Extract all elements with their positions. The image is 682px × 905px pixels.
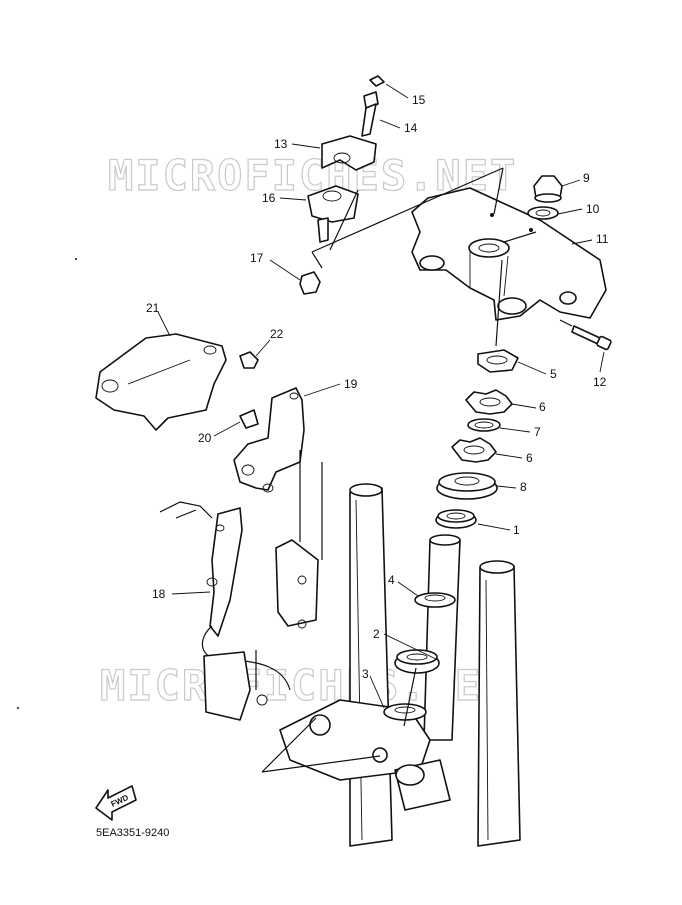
stay-bracket: [275, 539, 319, 629]
callout-20: 20: [198, 431, 212, 445]
callout-13: 13: [274, 137, 288, 151]
cap-nut-9: [533, 175, 563, 203]
callout-10: 10: [586, 202, 600, 216]
callout-5: 5: [550, 367, 557, 381]
callout-11: 11: [596, 232, 609, 246]
fork-tube-left: [349, 483, 393, 847]
washer-7: [467, 418, 501, 432]
washer-8: [436, 472, 498, 500]
callout-15: 15: [412, 93, 426, 107]
fork-tube-right: [477, 560, 521, 847]
callout-8: 8: [520, 480, 527, 494]
diagram-code: 5EA3351-9240: [96, 827, 169, 839]
callout-18: 18: [152, 587, 166, 601]
ring-nut-6-lower: [451, 437, 497, 463]
bearing-2: [394, 649, 440, 674]
washer-10: [527, 206, 559, 220]
holder-lower-16: [307, 185, 359, 243]
ring-nut-6-upper: [465, 389, 513, 415]
callouts: 1 2 3 4 5 6 7 6 8 9 10 11 12 13 14 15 16…: [146, 83, 609, 709]
nut-17: [299, 271, 321, 295]
race-3: [383, 703, 427, 721]
callout-1: 1: [513, 523, 520, 537]
lock-washer-5: [477, 349, 519, 373]
wiring-bracket-18: [159, 501, 291, 721]
steering-stem: [279, 534, 461, 811]
callout-6-upper: 6: [539, 400, 546, 414]
fwd-arrow-icon: FWD: [95, 785, 137, 821]
bolt-14: [361, 91, 379, 137]
callout-21: 21: [146, 301, 160, 315]
callout-22: 22: [270, 327, 284, 341]
callout-7: 7: [534, 425, 541, 439]
callout-12: 12: [593, 375, 607, 389]
upper-bracket-11: [411, 187, 607, 321]
callout-9: 9: [583, 171, 590, 185]
assembly-lines: [255, 167, 573, 773]
bracket-19: [233, 387, 305, 493]
callout-3: 3: [362, 667, 369, 681]
callout-14: 14: [404, 121, 418, 135]
race-4: [414, 592, 456, 608]
callout-19: 19: [344, 377, 358, 391]
bearing-1: [435, 509, 477, 529]
nut-22: [239, 351, 259, 369]
callout-4: 4: [388, 573, 395, 587]
callout-6-lower: 6: [526, 451, 533, 465]
bracket-21: [95, 333, 227, 431]
pinch-bolt-12: [571, 325, 612, 351]
callout-17: 17: [250, 251, 264, 265]
bolt-15-cap: [369, 75, 385, 87]
holder-upper-13: [321, 135, 377, 171]
bolt-20: [239, 409, 259, 429]
callout-2: 2: [373, 627, 380, 641]
callout-16: 16: [262, 191, 276, 205]
